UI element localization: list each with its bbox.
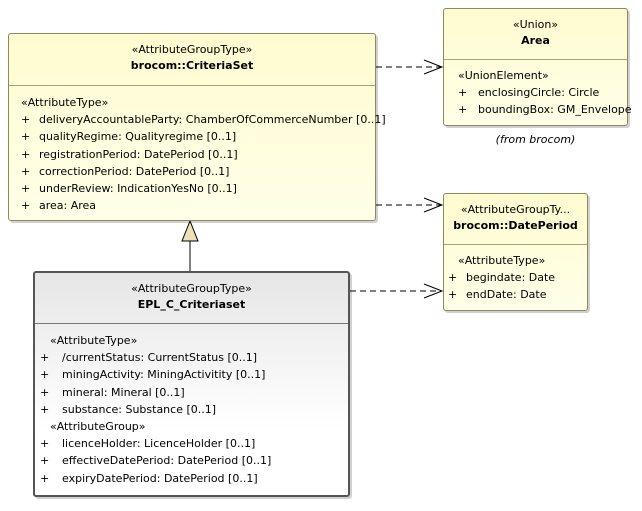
arrowhead-dateperiod-2 bbox=[423, 283, 444, 299]
attribute-row[interactable]: +registrationPeriod: DatePeriod [0..1] bbox=[21, 147, 238, 161]
arrowhead-area bbox=[423, 59, 444, 75]
criteriaset-attributes: «AttributeType» +deliveryAccountablePart… bbox=[21, 94, 386, 215]
epl-group-stereotype: «AttributeGroup» bbox=[50, 420, 146, 434]
dateperiod-separator bbox=[444, 244, 587, 245]
epl-separator bbox=[35, 323, 348, 324]
epl-name: EPL_C_Criteriaset bbox=[137, 298, 246, 311]
attribute-row[interactable]: +substance: Substance [0..1] bbox=[40, 402, 217, 416]
criteriaset-stereotype: «AttributeGroupType» bbox=[131, 43, 253, 56]
attribute-row[interactable]: +expiryDatePeriod: DatePeriod [0..1] bbox=[40, 471, 258, 485]
criteriaset-attr-stereotype: «AttributeType» bbox=[21, 96, 109, 109]
attribute-row[interactable]: +boundingBox: GM_Envelope bbox=[458, 103, 632, 117]
attribute-row[interactable]: +endDate: Date bbox=[448, 288, 547, 302]
criteriaset-separator bbox=[9, 85, 375, 86]
attribute-row[interactable]: +underReview: IndicationYesNo [0..1] bbox=[21, 182, 237, 196]
area-attr-stereotype: «UnionElement» bbox=[458, 69, 549, 82]
dateperiod-attributes: «AttributeType» +begindate: Date +endDat… bbox=[448, 252, 587, 304]
epl-attributes: «AttributeType» +/currentStatus: Current… bbox=[40, 332, 348, 487]
area-separator bbox=[444, 59, 627, 60]
attribute-row[interactable]: +correctionPeriod: DatePeriod [0..1] bbox=[21, 164, 230, 178]
area-name: Area bbox=[521, 34, 550, 47]
class-dateperiod[interactable]: «AttributeGroupTy... brocom::DatePeriod … bbox=[443, 193, 588, 311]
arrowhead-dateperiod-1 bbox=[423, 197, 444, 213]
attribute-row[interactable]: +effectiveDatePeriod: DatePeriod [0..1] bbox=[40, 454, 272, 468]
attribute-row[interactable]: +licenceHolder: LicenceHolder [0..1] bbox=[40, 437, 256, 451]
attribute-row[interactable]: +enclosingCircle: Circle bbox=[458, 86, 600, 99]
attribute-row[interactable]: +deliveryAccountableParty: ChamberOfComm… bbox=[21, 113, 386, 126]
class-epl-c-criteriaset[interactable]: «AttributeGroupType» EPL_C_Criteriaset «… bbox=[33, 271, 350, 497]
criteriaset-name: brocom::CriteriaSet bbox=[130, 59, 254, 72]
dateperiod-name: brocom::DatePeriod bbox=[453, 219, 578, 232]
attribute-row[interactable]: +miningActivity: MiningActivitity [0..1] bbox=[40, 368, 266, 382]
attribute-row[interactable]: +area: Area bbox=[21, 199, 97, 213]
area-stereotype: «Union» bbox=[512, 18, 559, 31]
class-area[interactable]: «Union» Area «UnionElement» +enclosingCi… bbox=[443, 8, 632, 126]
dateperiod-attr-stereotype: «AttributeType» bbox=[458, 254, 546, 267]
area-from-note: (from brocom) bbox=[495, 133, 576, 146]
attribute-row[interactable]: +mineral: Mineral [0..1] bbox=[40, 385, 185, 399]
epl-attr-stereotype: «AttributeType» bbox=[50, 334, 138, 347]
class-criteriaset[interactable]: «AttributeGroupType» brocom::CriteriaSet… bbox=[8, 33, 386, 221]
attribute-row[interactable]: +qualityRegime: Qualityregime [0..1] bbox=[21, 130, 237, 144]
area-attributes: «UnionElement» +enclosingCircle: Circle … bbox=[458, 67, 632, 119]
attribute-row[interactable]: +/currentStatus: CurrentStatus [0..1] bbox=[40, 351, 258, 364]
attribute-row[interactable]: +begindate: Date bbox=[448, 271, 556, 284]
epl-stereotype: «AttributeGroupType» bbox=[131, 282, 252, 295]
dateperiod-stereotype: «AttributeGroupTy... bbox=[460, 203, 571, 216]
generalization-arrowhead bbox=[181, 219, 199, 242]
